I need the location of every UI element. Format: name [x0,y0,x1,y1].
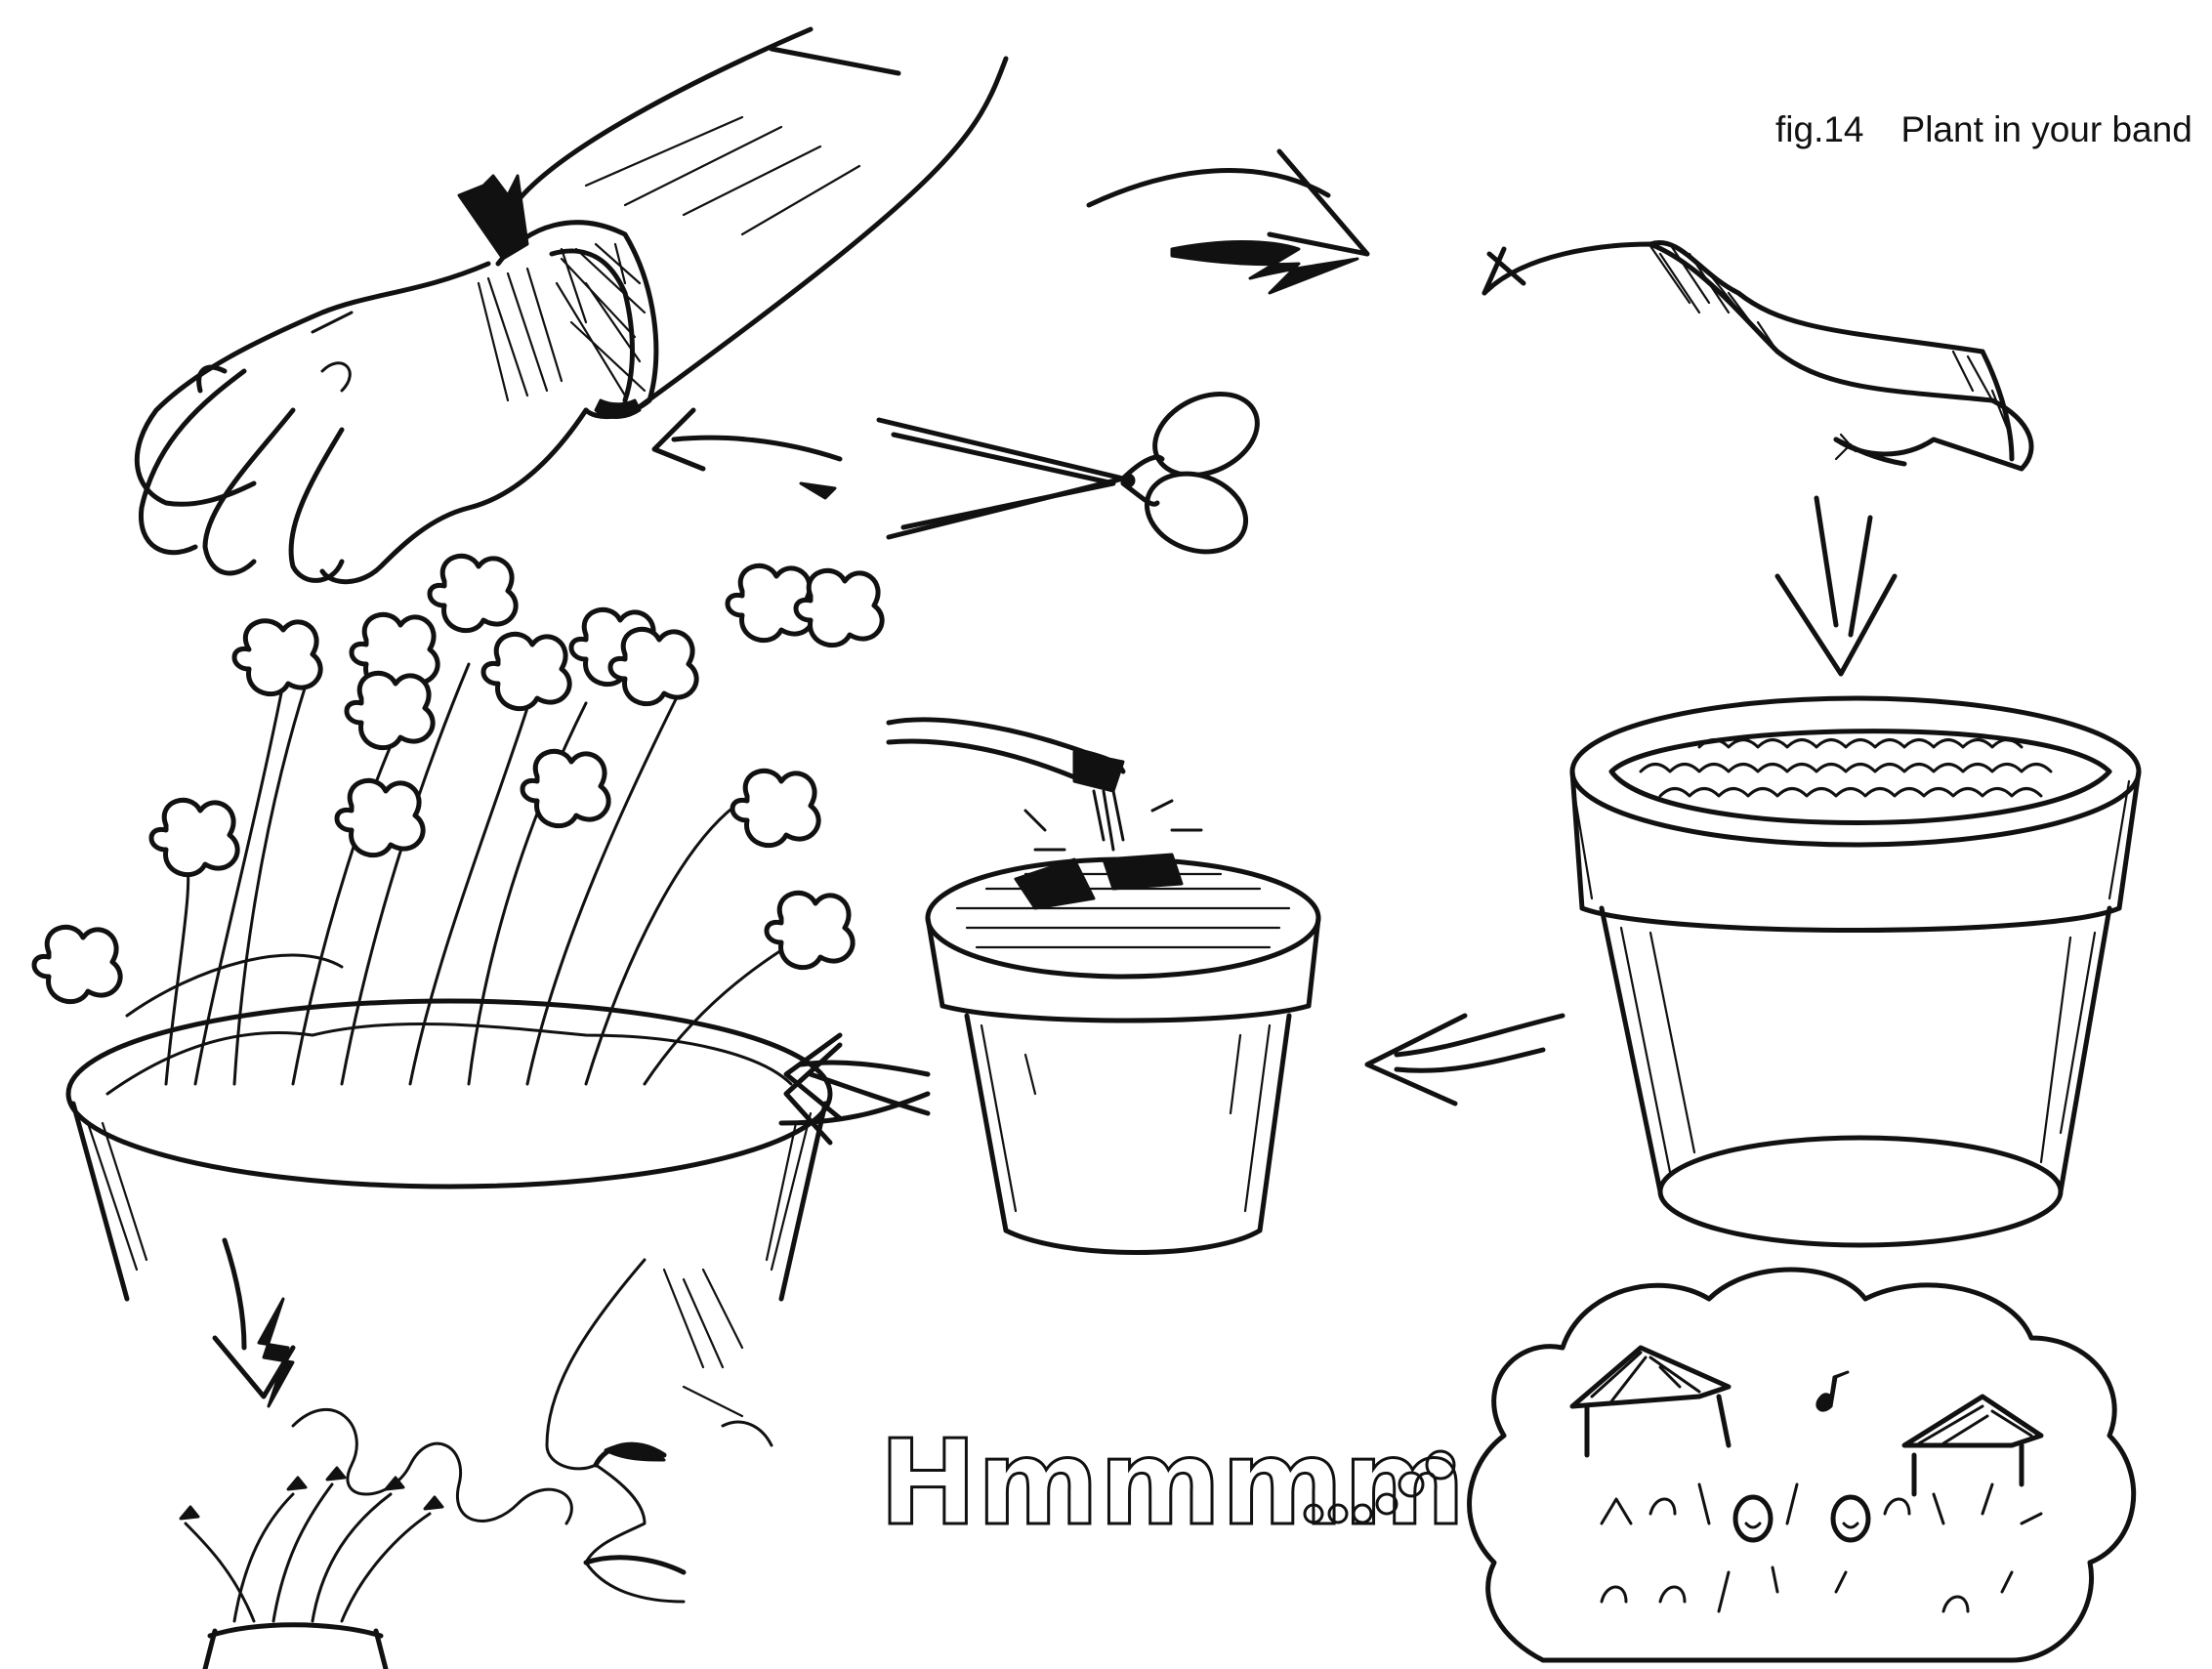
flower-pot [34,556,928,1299]
pot-with-soil [1572,698,2139,1245]
arrow-to-wrist [654,410,840,498]
arrow-to-strip [1089,151,1367,293]
festival-thought-cloud [1470,1270,2134,1660]
arrow-down-to-pot [1777,498,1895,674]
small-flowers [181,1468,442,1669]
arrow-to-watering [1367,1016,1563,1104]
hmm-sound: Hmmmm [879,1416,1466,1552]
arm-with-wristband [137,29,1006,582]
hmm-text: Hmmmm [879,1416,1466,1552]
scissors [879,378,1271,564]
band-strip [1484,242,2031,469]
arrow-down-to-nose [215,1240,293,1406]
smelling-face [293,1260,772,1602]
watered-pot [889,720,1318,1253]
